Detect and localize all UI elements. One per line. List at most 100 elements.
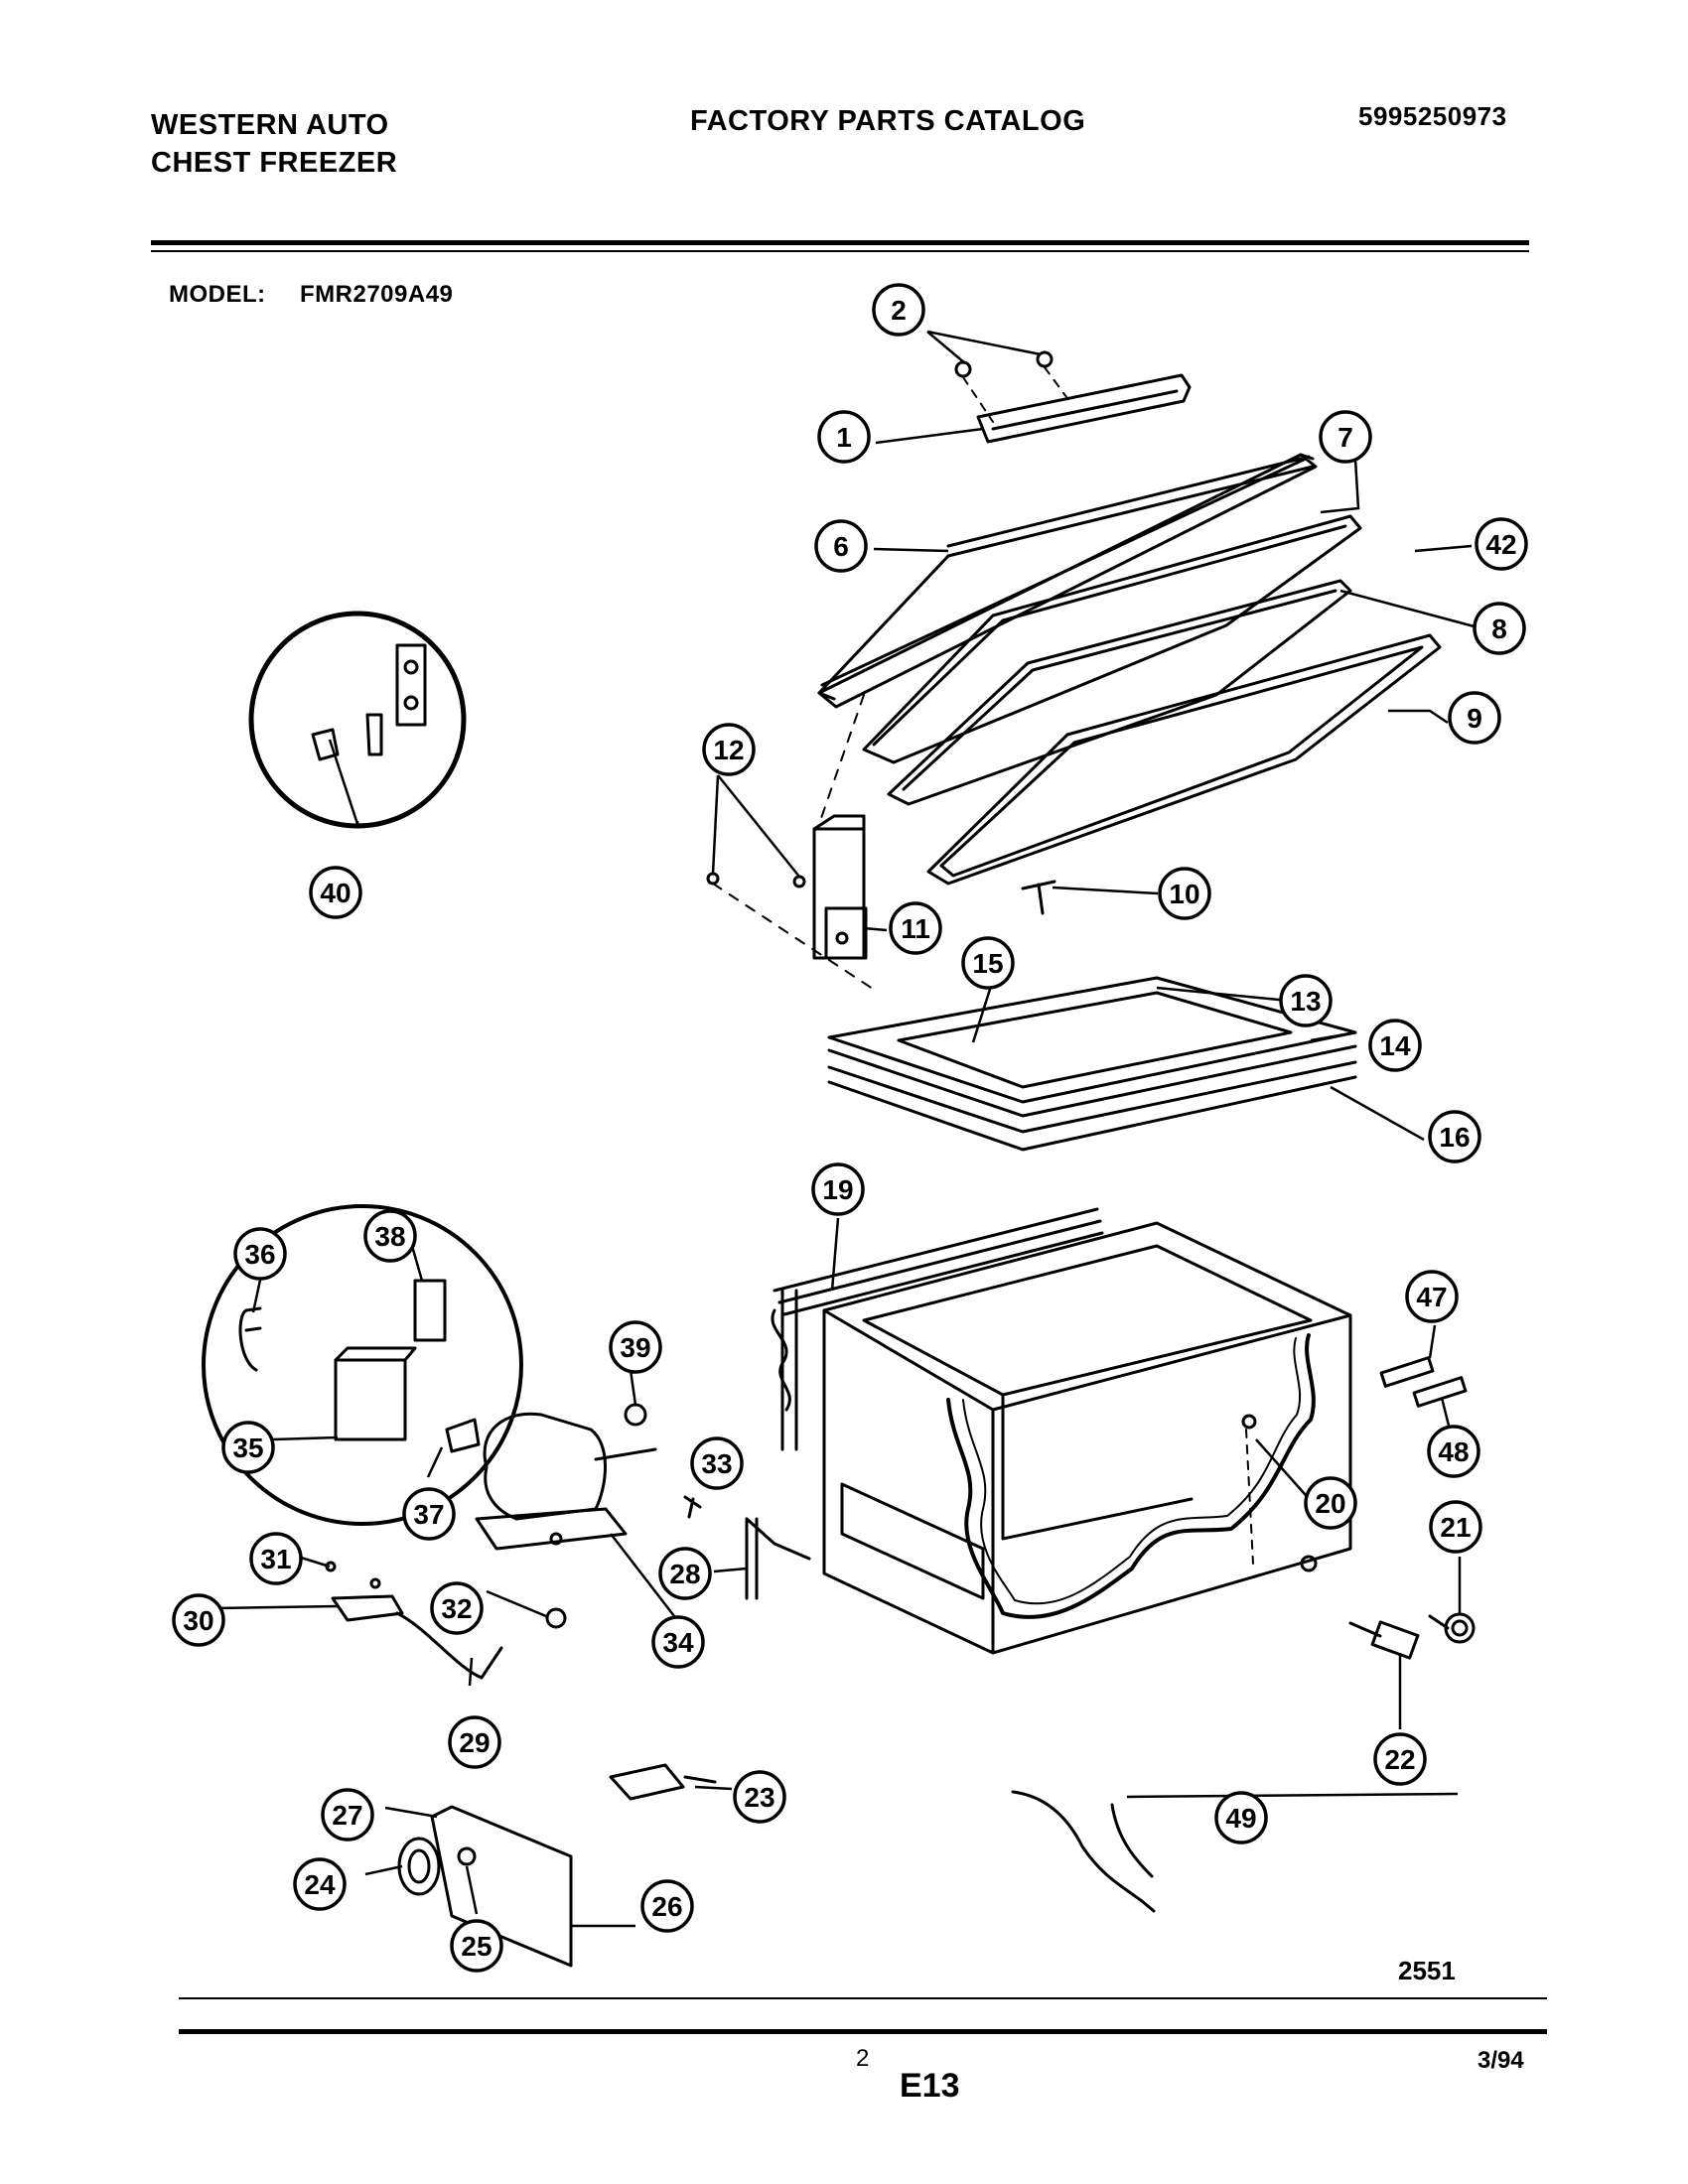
callout-circle [172,1593,225,1647]
callout-number: 47 [1416,1282,1447,1312]
filter-drier [745,1517,811,1600]
lid-gasket [926,633,1442,886]
callout-circle [1158,867,1211,920]
brand-line-2: CHEST FREEZER [151,147,398,179]
callout-number: 37 [413,1499,444,1530]
callout-circle [817,410,871,464]
callout-circle [961,936,1015,990]
callout-circle [640,1879,694,1933]
callout-circle [1405,1270,1459,1323]
thermostat [609,1763,717,1801]
callout-33: 33 [690,1436,744,1490]
cabinet-top-frame [827,976,1357,1152]
callout-number: 7 [1337,422,1353,453]
callout-16: 16 [1428,1110,1481,1163]
callout-circle [702,723,756,776]
callout-circle [889,901,942,955]
callout-number: 14 [1379,1030,1411,1061]
callout-circle [814,519,868,573]
callout-27: 27 [321,1788,374,1842]
callout-7: 7 [1319,410,1372,464]
page-number: 2 [856,2045,870,2072]
callout-8: 8 [1473,602,1526,655]
callout-number: 12 [713,735,744,765]
ground-screw [683,1495,702,1519]
figure-number: 2551 [1398,1956,1456,1985]
callout-number: 1 [836,422,852,453]
callout-circle [1214,1791,1268,1844]
screw-leader-dash [962,366,1073,423]
nameplate-part [1379,1356,1435,1388]
callout-39: 39 [609,1320,662,1374]
cord-clamp [325,1561,503,1680]
callout-number: 29 [459,1727,490,1758]
catalog-title: FACTORY PARTS CATALOG [690,105,1086,137]
callout-circle [872,283,925,337]
callout-38: 38 [363,1209,417,1263]
callout-circle [1429,1500,1482,1554]
callout-circle [658,1547,712,1600]
handle-screw-1 [954,360,972,378]
callout-circle [1448,691,1501,745]
callout-number: 38 [374,1221,405,1252]
callout-40: 40 [309,866,362,919]
hinge-leader-dash [712,694,880,994]
callout-number: 35 [232,1433,263,1463]
callout-23: 23 [733,1770,786,1824]
callout-15: 15 [961,936,1015,990]
callout-34: 34 [651,1615,705,1669]
handle-part [976,373,1192,444]
footer-rule-thick [179,2029,1547,2034]
hinge-screw-1 [706,872,720,886]
brand-line-1: WESTERN AUTO [151,109,389,141]
callout-42: 42 [1475,517,1528,571]
callout-6: 6 [814,519,868,573]
callout-number: 2 [891,295,907,326]
callout-32: 32 [430,1581,484,1635]
callout-circle [249,1532,303,1585]
header-rule-thick [151,240,1529,245]
callout-circle [221,1421,275,1474]
callout-1: 1 [817,410,871,464]
callout-circle [733,1770,786,1824]
relay-inset [202,1204,523,1526]
callout-number: 15 [972,948,1003,979]
callout-26: 26 [640,1879,694,1933]
callout-20: 20 [1304,1476,1357,1530]
callout-circle [293,1857,347,1911]
callout-group: 1267891011121314151619202122232425262728… [172,283,1528,1973]
callout-circle [1473,602,1526,655]
callout-13: 13 [1279,974,1333,1027]
callout-circle [1428,1110,1481,1163]
callout-number: 25 [461,1931,492,1962]
callout-circle [1319,410,1372,464]
callout-number: 26 [651,1891,682,1922]
callout-circle [309,866,362,919]
callout-number: 11 [901,913,930,944]
callout-12: 12 [702,723,756,776]
callout-number: 39 [620,1332,650,1363]
callout-2: 2 [872,283,925,337]
compressor [475,1412,657,1551]
callout-48: 48 [1427,1425,1480,1478]
model-label: MODEL: [169,281,266,308]
grommet-part [624,1403,647,1427]
lid-outer-frame [817,453,1318,709]
callout-number: 13 [1290,986,1321,1017]
callout-10: 10 [1158,867,1211,920]
callout-30: 30 [172,1593,225,1647]
callout-circle [233,1227,287,1281]
callout-number: 9 [1467,703,1482,734]
callout-number: 36 [244,1239,275,1270]
callout-number: 27 [332,1800,362,1831]
callout-number: 48 [1438,1436,1469,1467]
callout-circle [1368,1019,1422,1072]
callout-number: 28 [669,1559,700,1589]
callout-number: 16 [1439,1122,1470,1153]
callout-number: 34 [662,1627,694,1658]
lid-foam-insulation [862,514,1362,764]
hinge-screw-2 [792,875,806,888]
leader-lines [215,330,1482,1928]
